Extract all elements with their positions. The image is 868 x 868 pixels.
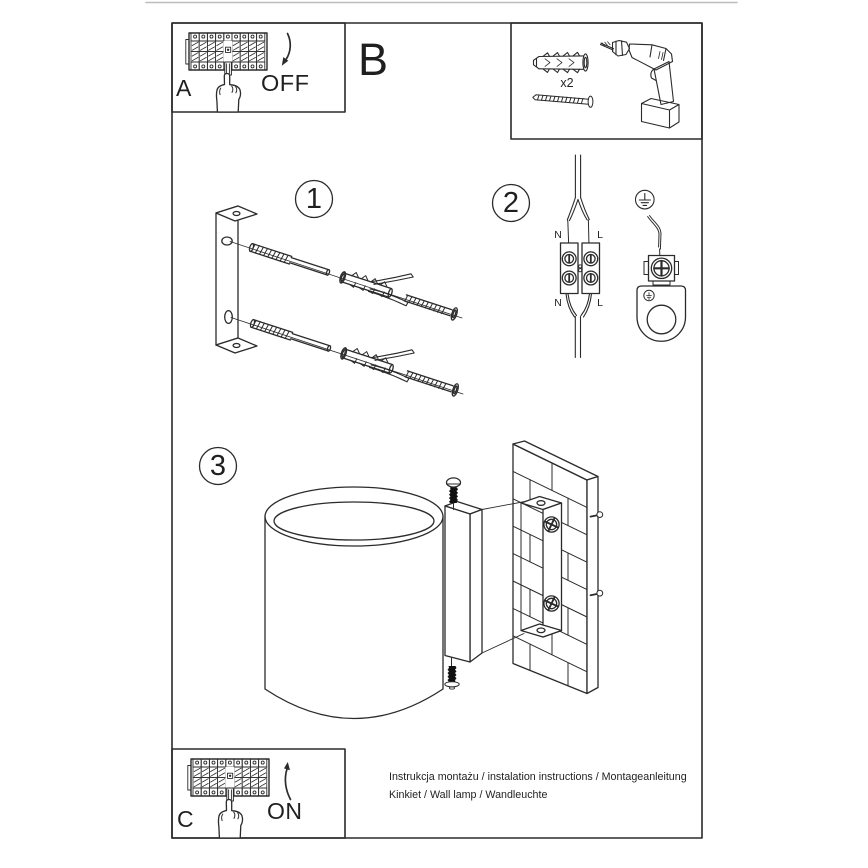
off-arrow-icon xyxy=(281,32,292,66)
alignment-lines xyxy=(481,501,526,654)
breaker-panel-icon xyxy=(186,33,267,75)
wall-bracket xyxy=(520,495,563,638)
pointing-hand-icon xyxy=(215,72,242,113)
step-2-badge xyxy=(491,183,531,223)
power-cable xyxy=(565,154,593,359)
wire-label-n-bottom: N xyxy=(554,297,562,309)
tools-box-illustration xyxy=(532,39,680,129)
on-arrow-icon xyxy=(284,762,292,801)
step-1-illustration xyxy=(215,179,464,398)
step-3-badge xyxy=(198,446,238,486)
set-screw-top xyxy=(445,477,462,510)
off-label: OFF xyxy=(261,70,310,96)
lamp-cylinder xyxy=(264,486,444,720)
box-c-letter: C xyxy=(177,806,194,832)
box-c xyxy=(171,748,346,839)
panel-c-illustration xyxy=(188,759,292,839)
outer-frame xyxy=(171,22,703,839)
step-1-number: 1 xyxy=(305,183,323,215)
terminal-block xyxy=(559,242,601,295)
step-2-illustration xyxy=(491,154,687,359)
drill-icon xyxy=(599,39,680,129)
wall-anchor-icon xyxy=(532,51,589,74)
on-label: ON xyxy=(267,798,303,824)
ground-symbol-icon xyxy=(634,189,655,210)
anchor-quantity-label: x2 xyxy=(560,76,574,90)
wire-label-l-bottom: L xyxy=(597,297,603,309)
step-1-badge xyxy=(294,179,334,219)
step-2-number: 2 xyxy=(502,187,520,219)
footer-text: Instrukcja montażu / instalation instruc… xyxy=(389,769,687,805)
box-a xyxy=(171,22,346,113)
ground-wire xyxy=(647,215,662,256)
pointing-hand-icon xyxy=(217,798,244,839)
lamp-back-plate xyxy=(444,500,483,663)
screw-and-anchor-set xyxy=(229,240,463,322)
section-b-letter: B xyxy=(358,34,389,85)
mounting-bracket xyxy=(215,205,258,354)
step-3-illustration xyxy=(198,440,604,720)
wall-screw-tips xyxy=(589,511,604,597)
step-3-number: 3 xyxy=(209,450,227,482)
panel-a-illustration xyxy=(186,32,292,113)
footer-line-2: Kinkiet / Wall lamp / Wandleuchte xyxy=(389,788,548,801)
mounting-screw-icon xyxy=(532,94,594,108)
footer-line-1: Instrukcja montażu / instalation instruc… xyxy=(389,771,687,783)
wire-label-n-top: N xyxy=(554,229,562,241)
box-b xyxy=(510,22,703,140)
ground-terminal xyxy=(636,254,687,342)
breaker-panel-icon xyxy=(188,759,269,801)
box-a-letter: A xyxy=(176,75,192,101)
screw-and-anchor-set xyxy=(230,316,464,398)
set-screw-bottom xyxy=(444,657,460,690)
wire-label-l-top: L xyxy=(597,229,603,241)
